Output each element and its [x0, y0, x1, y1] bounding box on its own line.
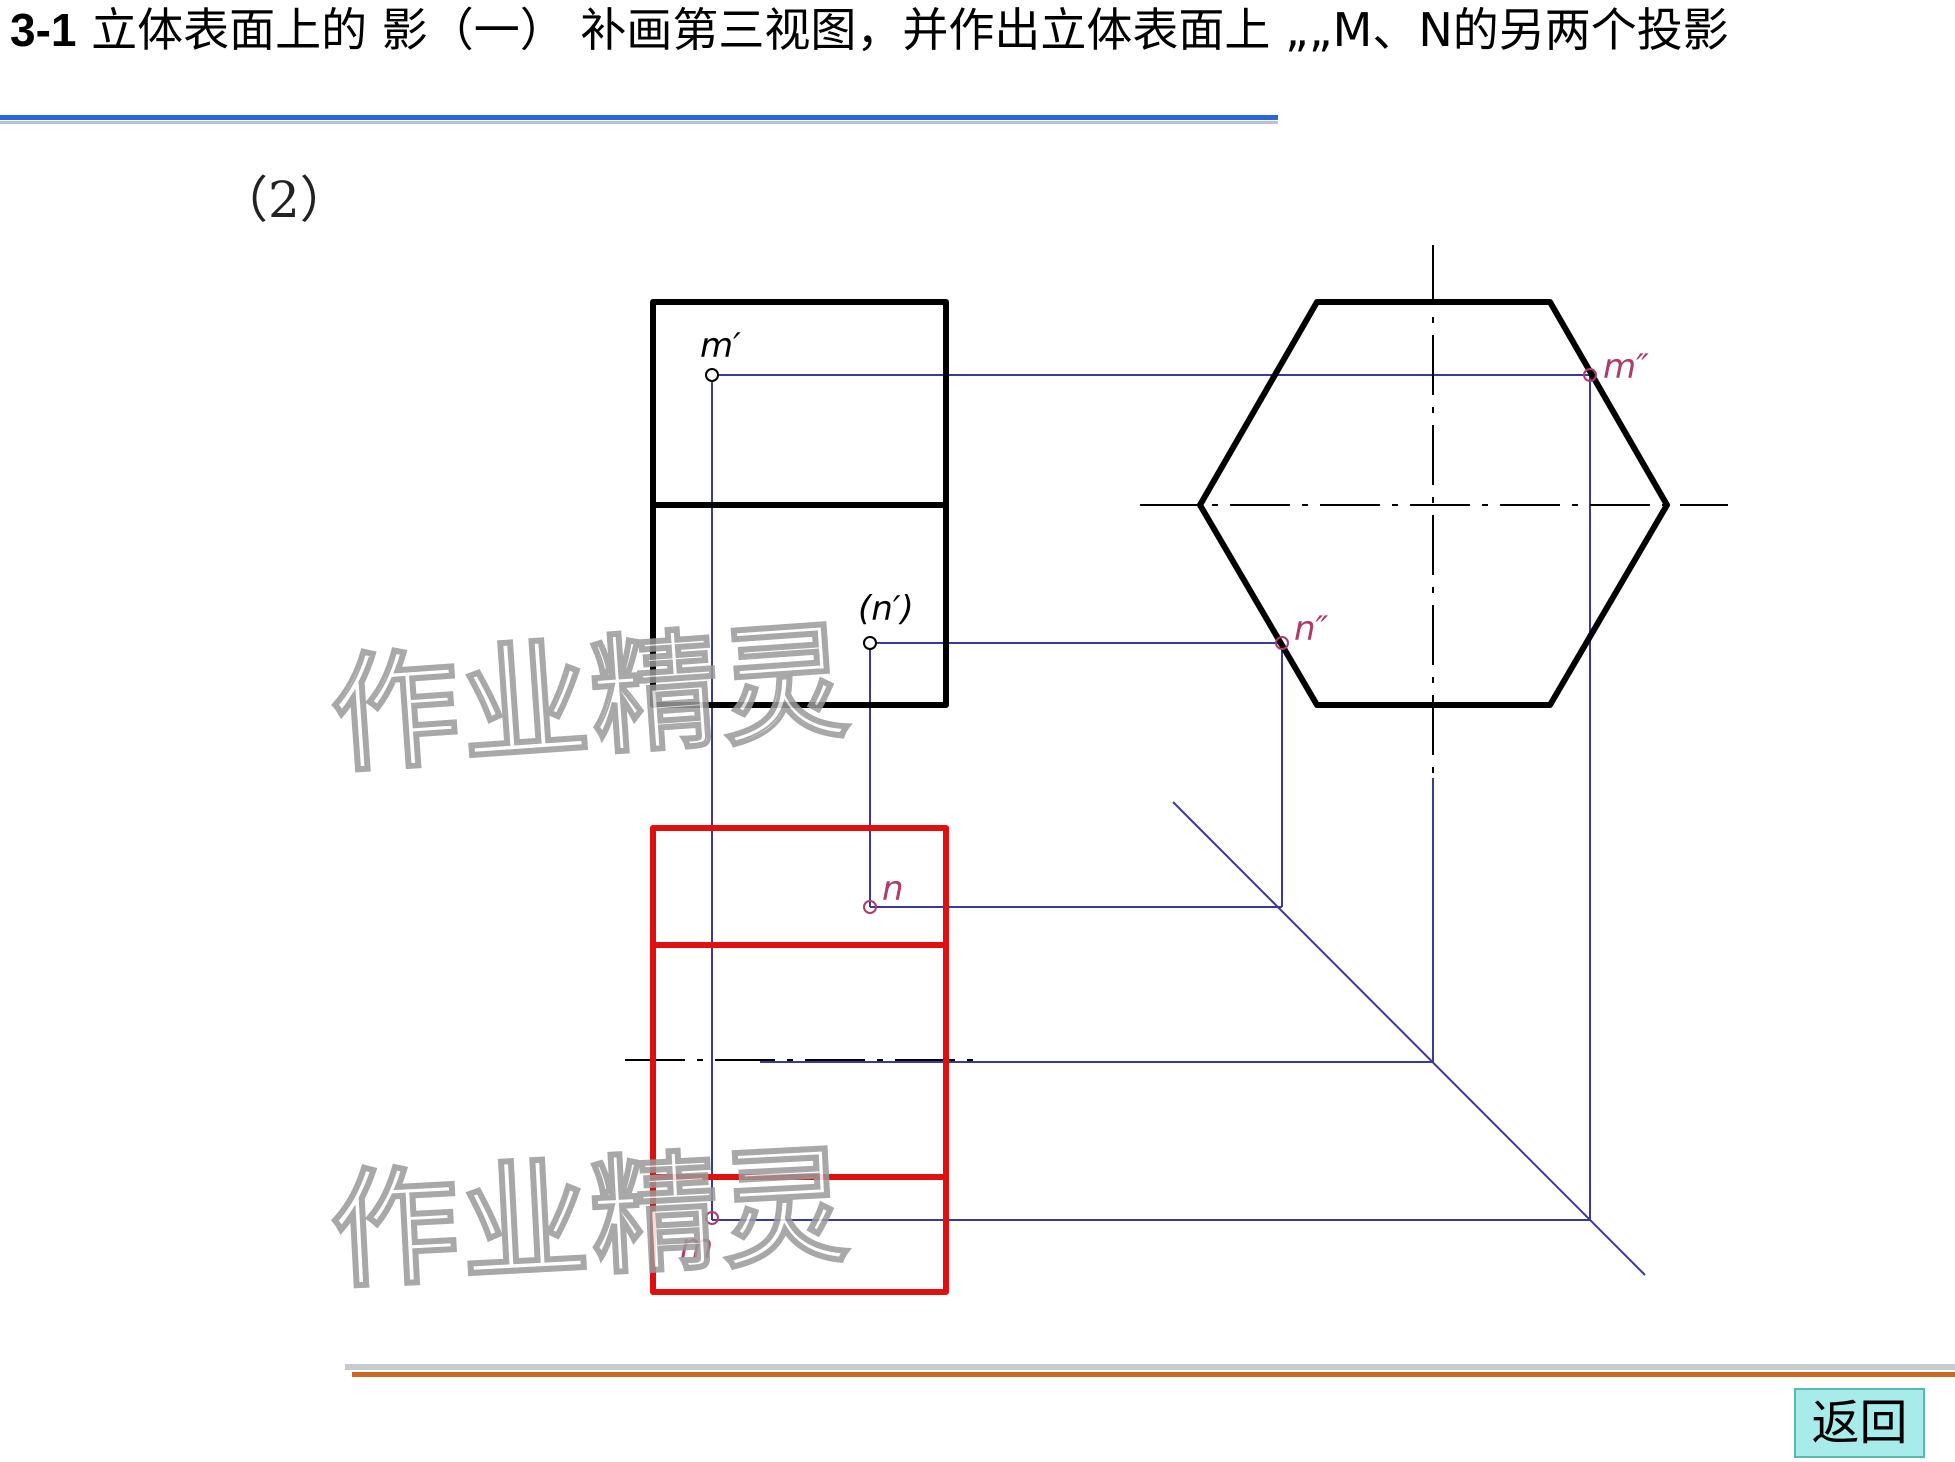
label-n-top: n: [882, 869, 904, 909]
center-lines: [625, 245, 1728, 1061]
front-view: [650, 299, 949, 708]
derived-points: [705, 368, 1597, 1225]
label-n-front: (n′): [858, 589, 914, 629]
point-n-front: [863, 636, 877, 650]
back-button[interactable]: 返回: [1794, 1388, 1925, 1458]
label-m-top: m: [680, 1227, 713, 1267]
watermark-upper: 作业精灵: [325, 606, 856, 793]
top-view-answer: [650, 825, 949, 1295]
point-n-side: [1275, 636, 1289, 650]
footer-rule: [345, 1364, 1955, 1370]
point-n-top: [863, 900, 877, 914]
title-rule: [0, 115, 1278, 120]
exercise-number: 3-1: [10, 4, 77, 56]
point-m-front: [705, 368, 719, 382]
miter-line: [1172, 801, 1646, 1276]
exercise-title: 立体表面上的 影（一） 补画第三视图，并作出立体表面上 „„M、N的另两个投影: [76, 3, 1729, 57]
point-m-top: [705, 1211, 719, 1225]
footer-rule-accent: [352, 1372, 1955, 1377]
problem-number: （2）: [218, 171, 350, 229]
top-view-outline: [650, 825, 949, 1295]
side-view-hexagon: [1197, 299, 1670, 708]
construction-lines: [711, 374, 1646, 1276]
label-n-side: n″: [1294, 609, 1329, 649]
label-m-front: m′: [700, 326, 741, 366]
label-m-side: m″: [1603, 347, 1649, 387]
page-title: 3-1 立体表面上的 影（一） 补画第三视图，并作出立体表面上 „„M、N的另两…: [10, 0, 1955, 60]
title-rule-shadow: [0, 121, 1278, 124]
point-m-side: [1583, 368, 1597, 382]
front-points: [705, 368, 877, 650]
watermark-lower: 作业精灵: [326, 1130, 855, 1308]
